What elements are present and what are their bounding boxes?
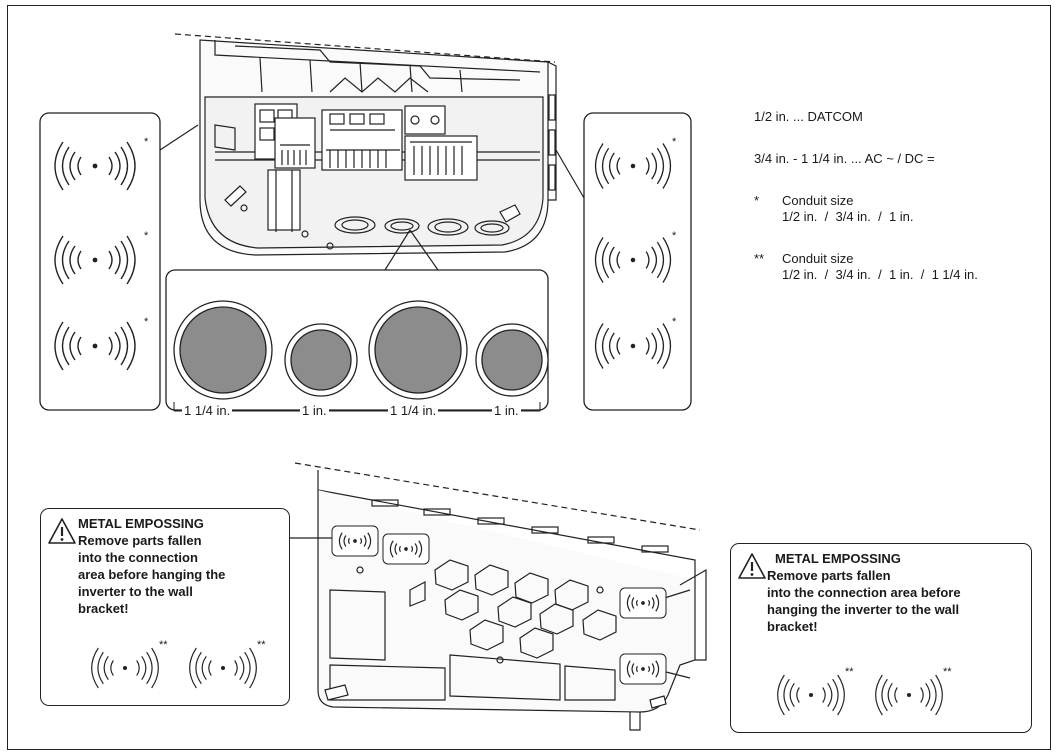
conduit-knockout-icon <box>189 647 257 689</box>
warning-line: bracket! <box>78 601 129 616</box>
single-star-mark: * <box>144 230 149 242</box>
warning-line: into the connection area before <box>767 585 961 600</box>
knockout-dimension-label: 1 1/4 in. <box>388 403 439 418</box>
warning-triangle-icon <box>48 518 76 544</box>
warning-line: area before hanging the <box>78 567 226 582</box>
double-star-mark: ** <box>943 666 952 678</box>
bracket-knockouts <box>331 525 667 685</box>
warning-box-left: METAL EMPOSSING Remove parts fallen into… <box>40 508 290 706</box>
warning-triangle-icon <box>738 553 766 579</box>
left-knockout-panel <box>39 112 161 411</box>
warning-line: into the connection <box>78 550 198 565</box>
warning-line: inverter to the wall <box>78 584 193 599</box>
diagram-frame <box>7 5 1051 750</box>
knockout-dimension-label: 1 in. <box>300 403 329 418</box>
note-ac-dc: 3/4 in. - 1 1/4 in. ... AC ~ / DC = <box>754 151 935 166</box>
warning-title: METAL EMPOSSING <box>775 551 901 566</box>
single-star-mark: * <box>672 136 677 148</box>
note-double-star-mark: ** <box>754 251 765 266</box>
conduit-knockout-icon <box>777 674 845 716</box>
note-conduit-size-label: Conduit size <box>782 193 854 208</box>
single-star-mark: * <box>672 316 677 328</box>
note-conduit-size-values-2: 1/2 in. / 3/4 in. / 1 in. / 1 1/4 in. <box>782 267 978 282</box>
single-star-mark: * <box>672 230 677 242</box>
warning-title: METAL EMPOSSING <box>78 516 204 531</box>
double-star-mark: ** <box>257 639 266 651</box>
knockout-dimension-label: 1 in. <box>492 403 521 418</box>
double-star-mark: ** <box>159 639 168 651</box>
conduit-knockout-icon <box>875 674 943 716</box>
single-star-mark: * <box>144 316 149 328</box>
conduit-knockout-icon <box>91 647 159 689</box>
warning-line: Remove parts fallen <box>767 568 891 583</box>
note-conduit-size-values: 1/2 in. / 3/4 in. / 1 in. <box>782 209 914 224</box>
knockout-dimension-label: 1 1/4 in. <box>182 403 233 418</box>
note-datcom: 1/2 in. ... DATCOM <box>754 109 863 124</box>
warning-box-right: METAL EMPOSSING Remove parts fallen into… <box>730 543 1032 733</box>
note-conduit-size-label-2: Conduit size <box>782 251 854 266</box>
warning-line: hanging the inverter to the wall <box>767 602 960 617</box>
inverter-connection-area <box>159 33 585 271</box>
warning-line: bracket! <box>767 619 818 634</box>
single-star-mark: * <box>144 136 149 148</box>
knockout-detail-panel <box>165 269 549 412</box>
note-single-star-mark: * <box>754 193 760 208</box>
right-knockout-panel <box>583 112 692 411</box>
double-star-mark: ** <box>845 666 854 678</box>
warning-line: Remove parts fallen <box>78 533 202 548</box>
